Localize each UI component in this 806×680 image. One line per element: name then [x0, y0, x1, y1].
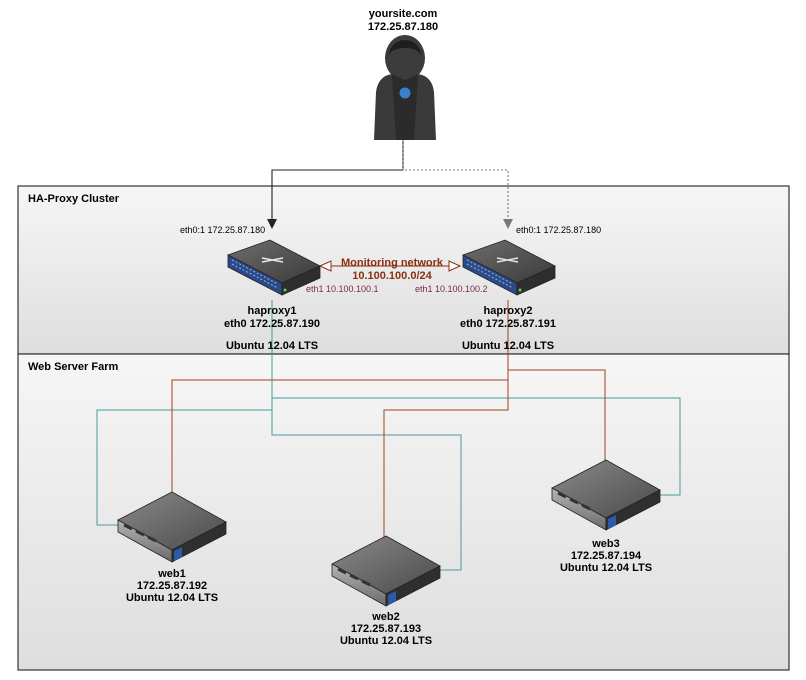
user-link-haproxy1: [267, 140, 404, 229]
user-icon: [374, 35, 436, 140]
monitoring-subnet: 10.100.100.0/24: [352, 270, 432, 282]
haproxy2-name: haproxy2: [484, 305, 533, 317]
monitoring-arrow-left: [318, 260, 332, 272]
web2-os: Ubuntu 12.04 LTS: [340, 635, 432, 647]
farm-zone-label: Web Server Farm: [28, 361, 119, 373]
link-haproxy1-web3: [271, 300, 681, 496]
web1-ip: 172.25.87.192: [137, 580, 207, 592]
user-ip: 172.25.87.180: [368, 21, 438, 33]
web2-ip: 172.25.87.193: [351, 623, 421, 635]
haproxy2-switch-icon: [462, 239, 556, 296]
haproxy1-switch-icon: [227, 239, 321, 296]
haproxy2-eth0: eth0 172.25.87.191: [460, 318, 556, 330]
haproxy1-name: haproxy1: [248, 305, 297, 317]
haproxy1-eth1: eth1 10.100.100.1: [306, 284, 379, 294]
web3-server-icon: [551, 459, 661, 531]
haproxy2-vip: eth0:1 172.25.87.180: [516, 225, 601, 235]
haproxy2-eth1: eth1 10.100.100.2: [415, 284, 488, 294]
web2-server-icon: [331, 535, 441, 607]
haproxy1-os: Ubuntu 12.04 LTS: [226, 340, 318, 352]
web1-os: Ubuntu 12.04 LTS: [126, 592, 218, 604]
user-host: yoursite.com: [369, 8, 438, 20]
haproxy2-server-links: [171, 300, 606, 538]
web3-os: Ubuntu 12.04 LTS: [560, 562, 652, 574]
ha-proxy-cluster-zone: [17, 185, 790, 355]
haproxy1-eth0: eth0 172.25.87.190: [224, 318, 320, 330]
haproxy1-server-links: [96, 300, 681, 571]
web3-name: web3: [591, 538, 620, 550]
web2-name: web2: [371, 611, 400, 623]
web1-name: web1: [157, 568, 186, 580]
haproxy2-os: Ubuntu 12.04 LTS: [462, 340, 554, 352]
user-link-haproxy2: [402, 140, 513, 229]
monitoring-arrow-right: [448, 260, 462, 272]
web1-server-icon: [117, 491, 227, 563]
link-haproxy2-web3: [507, 300, 606, 463]
monitoring-label: Monitoring network: [341, 257, 444, 269]
web3-ip: 172.25.87.194: [571, 550, 642, 562]
cluster-zone-label: HA-Proxy Cluster: [28, 193, 120, 205]
haproxy1-vip: eth0:1 172.25.87.180: [180, 225, 265, 235]
